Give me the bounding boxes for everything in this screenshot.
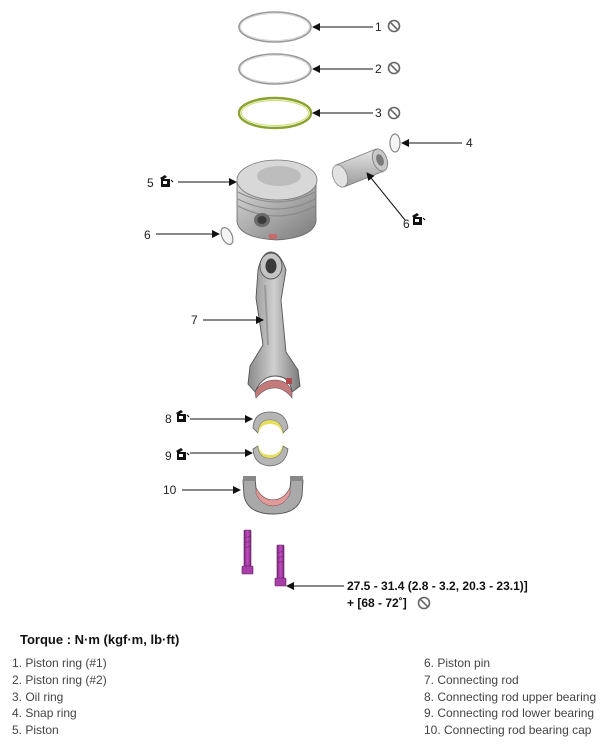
callout-3: 3 (375, 106, 382, 120)
legend-item: 1. Piston ring (#1) (12, 656, 107, 670)
legend-item: 2. Piston ring (#2) (12, 672, 107, 687)
callout-9: 9 (165, 449, 172, 463)
prohibited-icon (417, 596, 431, 610)
oil-can-icon (411, 212, 426, 226)
torque-spec-line2: + [68 - 72˚] (347, 596, 407, 610)
piston-ring-1 (238, 11, 312, 43)
oil-can-icon (175, 447, 190, 461)
parts-legend-right: 6. Piston pin 7. Connecting rod 8. Conne… (424, 655, 596, 739)
callout-6-snap: 6 (144, 228, 151, 242)
piston-ring-2 (238, 53, 312, 85)
snap-ring-right (389, 133, 401, 153)
connecting-rod-lower-bearing (252, 443, 289, 467)
legend-item: 5. Piston (12, 723, 59, 738)
legend-item: 6. Piston pin (424, 656, 491, 670)
exploded-parts-diagram: 1 2 3 4 5 6 6 7 8 9 10 27.5 - 31.4 (2.8 … (144, 11, 528, 610)
parts-legend-left: 1. Piston ring (#1) 2. Piston ring (#2) … (12, 655, 107, 739)
connecting-rod (247, 251, 301, 399)
oil-can-icon (159, 174, 174, 188)
torque-unit-label: Torque : N·m (kgf·m, lb·ft) (20, 632, 180, 647)
piston-pin (331, 148, 389, 188)
callout-1: 1 (375, 20, 382, 34)
callout-4: 4 (466, 136, 473, 150)
connecting-rod-bolt-right (274, 544, 287, 587)
leader-lines (156, 23, 462, 590)
callout-7: 7 (191, 313, 198, 327)
connecting-rod-bolt-left (241, 529, 254, 575)
callout-2: 2 (375, 62, 382, 76)
callout-10: 10 (163, 483, 177, 497)
prohibited-icon (387, 106, 401, 120)
callout-6-pin: 6 (403, 217, 410, 231)
legend-item: 7. Connecting rod (424, 672, 519, 687)
prohibited-icon (387, 19, 401, 33)
legend-item: 10. Connecting rod bearing cap (424, 723, 592, 738)
connecting-rod-bearing-cap (242, 476, 304, 515)
legend-item: 8. Connecting rod upper bearing (424, 689, 597, 704)
oil-can-icon (175, 409, 190, 423)
legend-item: 3. Oil ring (12, 689, 64, 704)
callout-8: 8 (165, 412, 172, 426)
oil-ring (237, 96, 313, 130)
legend-item: 4. Snap ring (12, 706, 77, 721)
prohibited-icon (387, 61, 401, 75)
torque-spec-line1: 27.5 - 31.4 (2.8 - 3.2, 20.3 - 23.1)] (347, 579, 528, 593)
snap-ring-left (220, 226, 234, 246)
callout-5: 5 (147, 176, 154, 190)
legend-item: 9. Connecting rod lower bearing (424, 706, 595, 721)
connecting-rod-upper-bearing (252, 411, 289, 436)
piston (236, 159, 318, 241)
